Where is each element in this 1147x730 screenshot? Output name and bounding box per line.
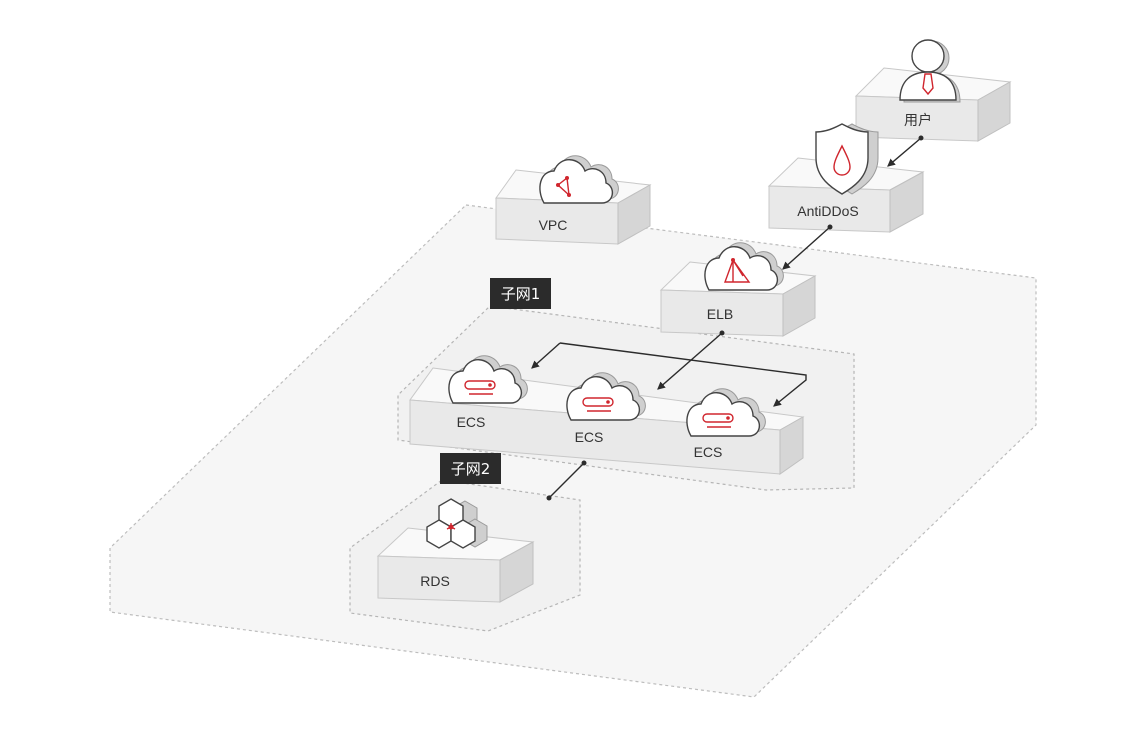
arrow-bus-to-ecs3 (559, 342, 807, 407)
vpc-cloud-icon (539, 155, 619, 204)
user-icon (899, 39, 961, 103)
subnet1-tag: 子网1 (490, 278, 551, 309)
ecs1-label: ECS (457, 414, 486, 430)
subnet2-tag: 子网2 (440, 453, 501, 484)
elb-cloud-icon (704, 242, 784, 291)
subnet1-label: 子网1 (501, 285, 541, 303)
rds-label: RDS (420, 573, 450, 589)
subnet2-label: 子网2 (451, 460, 491, 478)
arrow-antiddos-to-elb (782, 226, 831, 270)
antiddos-platform (767, 157, 925, 233)
arrow-user-to-antiddos (887, 137, 922, 167)
ecs2-label: ECS (575, 429, 604, 445)
vpc-label: VPC (539, 217, 568, 233)
ecs-cloud-icon (566, 372, 646, 421)
user-label: 用户 (904, 112, 932, 128)
elb-label: ELB (707, 306, 733, 322)
arrow-elb-to-ecs1 (531, 342, 561, 369)
antiddos-label: AntiDDoS (797, 203, 858, 219)
ecs3-label: ECS (694, 444, 723, 460)
arrow-elb-to-ecs2 (657, 332, 723, 390)
link-ecs-to-rds (548, 462, 585, 499)
shield-icon (815, 123, 879, 195)
database-hexagon-icon (426, 498, 488, 549)
ecs-cloud-icon (448, 355, 528, 404)
connections (531, 135, 924, 501)
ecs-cloud-icon (686, 388, 766, 437)
